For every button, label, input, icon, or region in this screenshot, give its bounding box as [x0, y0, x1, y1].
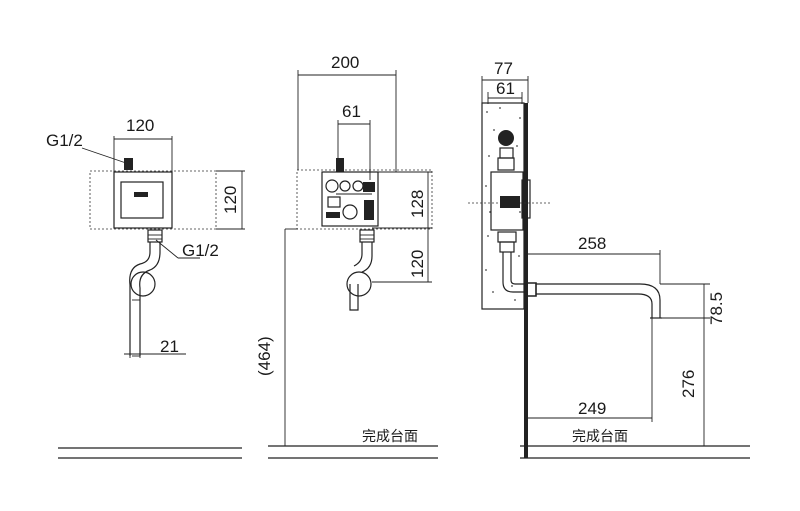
- dim-120-drop: 120: [408, 250, 427, 278]
- left-front-panel: [113, 171, 173, 229]
- right-wall-section: [524, 103, 528, 458]
- countertop-label-right: 完成台面: [572, 429, 628, 445]
- dim-128: 128: [408, 190, 427, 218]
- right-spout: [528, 282, 537, 297]
- right-spout-arm: [536, 283, 661, 318]
- left-sensor-window: [120, 181, 164, 219]
- dim-120-top: 120: [126, 116, 154, 135]
- middle-view: 200 61 128 120 (464: [255, 53, 438, 459]
- dim-21: 21: [160, 337, 179, 356]
- right-sensor-ball: [498, 130, 514, 146]
- dim-200: 200: [331, 53, 359, 72]
- dim-464: (464): [255, 336, 274, 376]
- left-pipe-bend: [129, 242, 161, 356]
- middle-pipe-bend: [353, 242, 373, 273]
- dim-276: 276: [679, 370, 698, 398]
- left-bottom-fitting: [147, 229, 163, 243]
- dim-61-side: 61: [496, 79, 515, 98]
- right-valve-body: [490, 171, 524, 231]
- middle-valve-body: [321, 171, 379, 227]
- dim-249: 249: [578, 399, 606, 418]
- dim-258: 258: [578, 234, 606, 253]
- dim-61-front: 61: [342, 102, 361, 121]
- dim-78-5: 78.5: [707, 292, 726, 325]
- right-view: 77 61 258 78.5 276 2: [468, 59, 750, 459]
- left-top-fitting: [124, 158, 133, 170]
- thread-label-top: G1/2: [46, 131, 83, 150]
- left-view: 120 G1/2 120 G1/2 21: [46, 116, 245, 459]
- dim-77: 77: [494, 59, 513, 78]
- left-wall-box: [89, 170, 217, 230]
- countertop-label-middle: 完成台面: [362, 429, 418, 445]
- left-sensor-eye: [134, 192, 148, 197]
- middle-wall-box: [296, 169, 433, 230]
- dim-120-side: 120: [221, 186, 240, 214]
- thread-label-bottom: G1/2: [182, 241, 219, 260]
- right-pipe: [502, 252, 528, 293]
